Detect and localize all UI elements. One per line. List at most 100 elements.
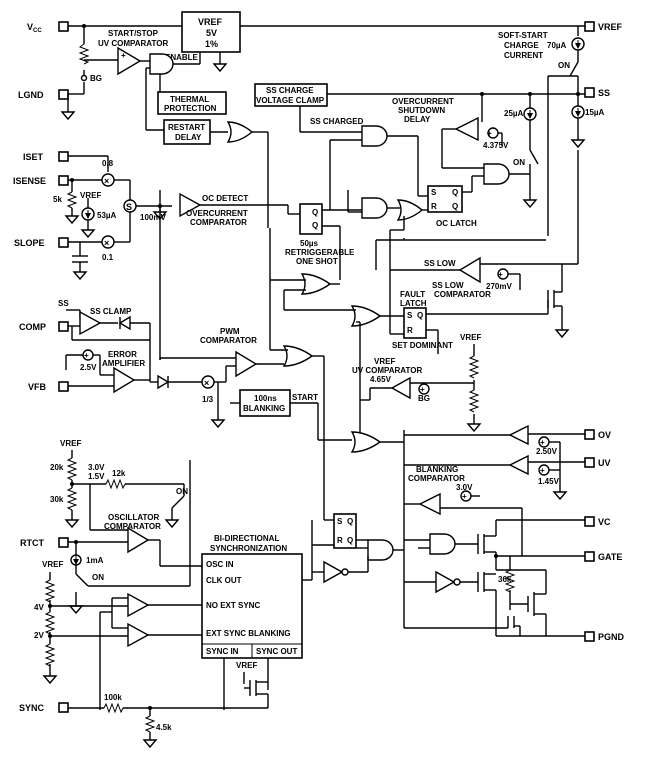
svg-text:70µA: 70µA [547,41,567,50]
svg-text:SS CHARGED: SS CHARGED [310,117,364,126]
svg-text:OC DETECT: OC DETECT [202,194,248,203]
pin-sync-label: SYNC [19,703,45,713]
svg-text:25µA: 25µA [504,109,524,118]
svg-text:LATCH: LATCH [400,299,427,308]
svg-text:UV COMPARATOR: UV COMPARATOR [352,366,422,375]
sync-path: 100k 4.5k VREF [68,661,269,749]
pin-comp-label: COMP [19,322,46,332]
pwm-latch: S Q R Q [312,513,404,584]
svg-text:DELAY: DELAY [404,115,431,124]
svg-text:CHARGE: CHARGE [504,41,539,50]
ss-or-gate [270,273,340,295]
svg-text:+: + [420,385,425,394]
svg-text:4.375V: 4.375V [483,141,509,150]
svg-text:Q: Q [347,517,353,526]
svg-text:VREF: VREF [198,17,223,27]
svg-text:100k: 100k [104,693,122,702]
svg-text:BI-DIRECTIONAL: BI-DIRECTIONAL [214,534,279,543]
svg-text:+: + [540,438,545,447]
blanking-100ns: 100ns BLANKING START [230,389,319,440]
svg-text:53µA: 53µA [97,211,117,220]
svg-text:1mA: 1mA [86,556,104,565]
svg-text:FAULT: FAULT [400,290,425,299]
svg-text:BG: BG [90,74,102,83]
svg-text:100ns: 100ns [254,394,277,403]
svg-text:+: + [540,466,545,475]
svg-text:0.1: 0.1 [102,253,114,262]
svg-text:4.5k: 4.5k [156,723,172,732]
pin-vcc-label: VCC [27,22,42,34]
svg-text:1%: 1% [205,39,218,49]
svg-text:12k: 12k [112,469,126,478]
svg-text:×: × [104,238,109,248]
svg-text:0.8: 0.8 [102,159,114,168]
fault-latch: FAULT LATCH S Q R SET DOMINANT [284,290,549,440]
svg-text:COMPARATOR: COMPARATOR [190,218,247,227]
svg-text:ERROR: ERROR [108,350,137,359]
svg-text:SYNC OUT: SYNC OUT [256,647,297,656]
svg-text:2V: 2V [34,631,44,640]
oc-shutdown-delay: OVERCURRENT SHUTDOWN DELAY 25µA ON + 4.3… [392,92,539,209]
vref-regulator: VREF 5V 1% [68,11,585,73]
current-sense: 0.8 × 5k S VREF 53µA × 0.1 100mV [53,155,172,360]
svg-text:3.0V: 3.0V [456,483,473,492]
svg-text:×: × [104,176,109,186]
output-driver: 36k [404,508,585,637]
svg-text:COMPARATOR: COMPARATOR [200,336,257,345]
svg-text:VREF: VREF [60,439,81,448]
svg-text:SYNCHRONIZATION: SYNCHRONIZATION [210,544,287,553]
pin-slope-label: SLOPE [14,238,45,248]
svg-text:BLANKING: BLANKING [243,404,285,413]
svg-text:+: + [462,492,467,501]
svg-text:PROTECTION: PROTECTION [164,104,217,113]
svg-text:15µA: 15µA [585,108,605,117]
svg-text:SET DOMINANT: SET DOMINANT [392,341,453,350]
svg-text:Q: Q [312,208,318,217]
ov-uv-comparators: + 2.50V + 1.45V [350,424,585,501]
ss-clamp: SS SS CLAMP [58,299,151,382]
pin-uv-label: UV [598,458,611,468]
svg-text:S: S [126,202,132,212]
svg-text:5V: 5V [206,28,217,38]
svg-text:4V: 4V [34,603,44,612]
svg-text:OVERCURRENT: OVERCURRENT [186,209,248,218]
svg-text:SS CHARGE: SS CHARGE [266,86,314,95]
svg-text:ENABLE: ENABLE [165,53,199,62]
svg-text:Q: Q [312,221,318,230]
start-stop-uv-comparator: START/STOP UV COMPARATOR BG + [60,24,168,121]
pwm-comparator: × 1/3 PWM COMPARATOR [160,228,334,521]
pin-ss-label: SS [598,88,610,98]
svg-text:START/STOP: START/STOP [108,29,159,38]
svg-text:R: R [431,202,437,211]
svg-text:BG: BG [418,394,430,403]
svg-text:PWM: PWM [220,327,240,336]
soft-start-section: SS CHARGE VOLTAGE CLAMP SOFT-START CHARG… [254,26,605,236]
svg-text:VOLTAGE CLAMP: VOLTAGE CLAMP [256,96,325,105]
error-amplifier: ERROR AMPLIFIER + 2.5V [65,349,202,394]
svg-text:S: S [337,517,343,526]
svg-text:EXT SYNC BLANKING: EXT SYNC BLANKING [206,629,290,638]
svg-text:SHUTDOWN: SHUTDOWN [398,106,445,115]
svg-text:UV COMPARATOR: UV COMPARATOR [98,39,168,48]
svg-text:+: + [498,270,503,279]
pin-ov-label: OV [598,430,611,440]
svg-text:AMPLIFIER: AMPLIFIER [102,359,145,368]
svg-text:100mV: 100mV [140,213,166,222]
svg-text:OSCILLATOR: OSCILLATOR [108,513,159,522]
svg-text:SYNC IN: SYNC IN [206,647,239,656]
svg-text:BLANKING: BLANKING [416,465,458,474]
svg-text:SS LOW: SS LOW [432,281,464,290]
svg-text:5k: 5k [53,195,62,204]
pin-isense-label: ISENSE [13,176,46,186]
pin-gate-label: GATE [598,552,622,562]
svg-text:R: R [407,326,413,335]
pin-iset-label: ISET [23,152,44,162]
overcurrent-comparator: OC DETECT OVERCURRENT COMPARATOR [179,192,300,227]
svg-text:R: R [337,536,343,545]
svg-text:+: + [121,51,126,60]
pin-rtct-label: RTCT [20,538,44,548]
svg-text:ON: ON [513,158,525,167]
blanking-comparator: BLANKING COMPARATOR 3.0V + [403,430,522,628]
svg-text:CURRENT: CURRENT [504,51,543,60]
svg-text:20k: 20k [50,463,64,472]
